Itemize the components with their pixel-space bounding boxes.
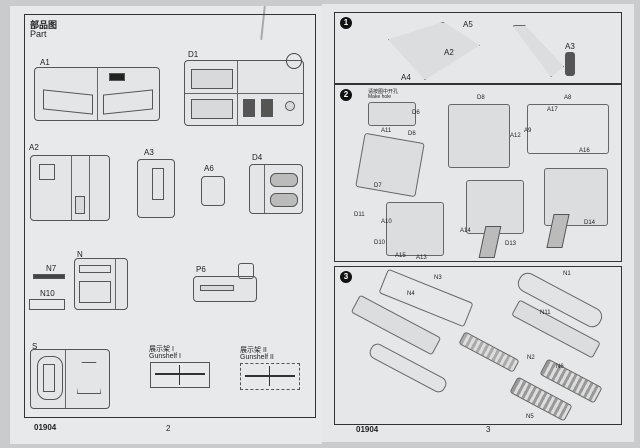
sprue-a2	[30, 155, 110, 221]
parts-title-cn: 部品图	[30, 20, 58, 30]
gunshelf-2-drawing	[240, 363, 300, 390]
sprue-label-p6: P6	[196, 265, 206, 274]
step-3-label-n1: N1	[563, 271, 571, 277]
sprue-label-d1: D1	[188, 50, 199, 59]
sprue-label-n10: N10	[40, 289, 55, 298]
sprue-s	[30, 349, 110, 409]
step-2-label-d8: D8	[477, 95, 485, 101]
step-2-label-a10: A10	[381, 219, 392, 225]
sprue-label-s: S	[32, 342, 38, 351]
step-3-label-n6: N6	[556, 364, 564, 370]
step-2-label-d11: D11	[354, 212, 365, 218]
step-2-label-a8: A8	[564, 95, 572, 101]
step-1-number: 1	[340, 17, 352, 29]
part-a3-buttplate	[565, 52, 575, 76]
parts-title-en: Part	[30, 29, 47, 39]
gunshelf-1-en: Gunshelf I	[149, 353, 181, 360]
step-2-label-a14: A14	[460, 228, 471, 234]
step-1-label-a4: A4	[401, 73, 411, 82]
sprue-d1-ring	[286, 53, 302, 69]
step-2-label-a9: A9	[524, 128, 532, 134]
step-3-number: 3	[340, 271, 352, 283]
sprue-n	[74, 258, 128, 310]
gunshelf-1-cn: 展示架 I	[149, 346, 174, 353]
step-2-label-d10: D10	[374, 240, 386, 246]
step-2-note-cn: 请按图中开孔	[368, 89, 399, 95]
step-2-note-en: Make hole	[368, 94, 392, 100]
step-2-label-a17: A17	[547, 107, 558, 113]
sprue-a6	[201, 176, 225, 206]
parts-frame	[24, 14, 316, 418]
step-2-label-d6-a: D6	[412, 110, 420, 116]
step-2-trigger-group	[527, 104, 609, 154]
step-2-upper-receiver-sketch	[368, 102, 416, 126]
sprue-label-a3: A3	[144, 148, 154, 157]
sprue-d4	[249, 164, 303, 214]
step-2-label-a13: A13	[416, 255, 427, 261]
sprue-label-n: N	[77, 250, 83, 259]
step-2-label-a11: A11	[381, 128, 392, 134]
step-2-label-d13: D13	[505, 241, 517, 247]
step-3-panel	[334, 266, 622, 425]
sprue-a1	[34, 67, 160, 121]
sprue-d1	[184, 60, 304, 126]
gunshelf-2-en: Gunshelf II	[240, 354, 274, 361]
step-2-receiver-assembly	[448, 104, 510, 168]
sprue-label-a1: A1	[40, 58, 50, 67]
gunshelf-2-cn: 展示架 II	[240, 347, 267, 354]
step-1-label-a2: A2	[444, 48, 454, 57]
step-3-label-n2: N2	[527, 355, 535, 361]
step-3-label-n3: N3	[434, 275, 442, 281]
step-2-receiver-halves	[355, 132, 425, 198]
part-p6	[238, 263, 254, 279]
step-2-label-a12: A12	[510, 133, 521, 139]
step-2-label-d7: D7	[374, 183, 382, 189]
left-footer-code: 01904	[34, 423, 57, 432]
part-n10	[29, 299, 65, 310]
step-2-label-d14: D14	[584, 220, 596, 226]
sprue-label-d4: D4	[252, 153, 263, 162]
sprue-label-a6: A6	[204, 164, 214, 173]
step-2-panel	[334, 83, 622, 262]
step-2-label-d6-b: D6	[408, 131, 416, 137]
step-2-number: 2	[340, 89, 352, 101]
step-1-label-a5: A5	[463, 20, 473, 29]
step-2-lower-receiver	[386, 202, 444, 256]
step-3-label-n4: N4	[407, 291, 415, 297]
step-3-label-n5: N5	[526, 414, 534, 420]
sprue-a3	[137, 159, 175, 218]
part-n7	[33, 274, 65, 279]
sprue-p6	[193, 276, 257, 302]
step-1-label-a3: A3	[565, 42, 575, 51]
sprue-label-n7: N7	[46, 264, 57, 273]
step-2-label-a15: A15	[395, 253, 406, 259]
step-3-label-n11: N11	[540, 310, 551, 316]
sprue-label-a2: A2	[29, 143, 39, 152]
step-1-panel	[334, 12, 622, 85]
left-page-number: 2	[166, 424, 171, 433]
gunshelf-1-drawing	[150, 362, 210, 388]
right-footer-code: 01904	[356, 425, 379, 434]
step-2-label-a16: A16	[579, 148, 590, 154]
right-page-number: 3	[486, 425, 491, 434]
